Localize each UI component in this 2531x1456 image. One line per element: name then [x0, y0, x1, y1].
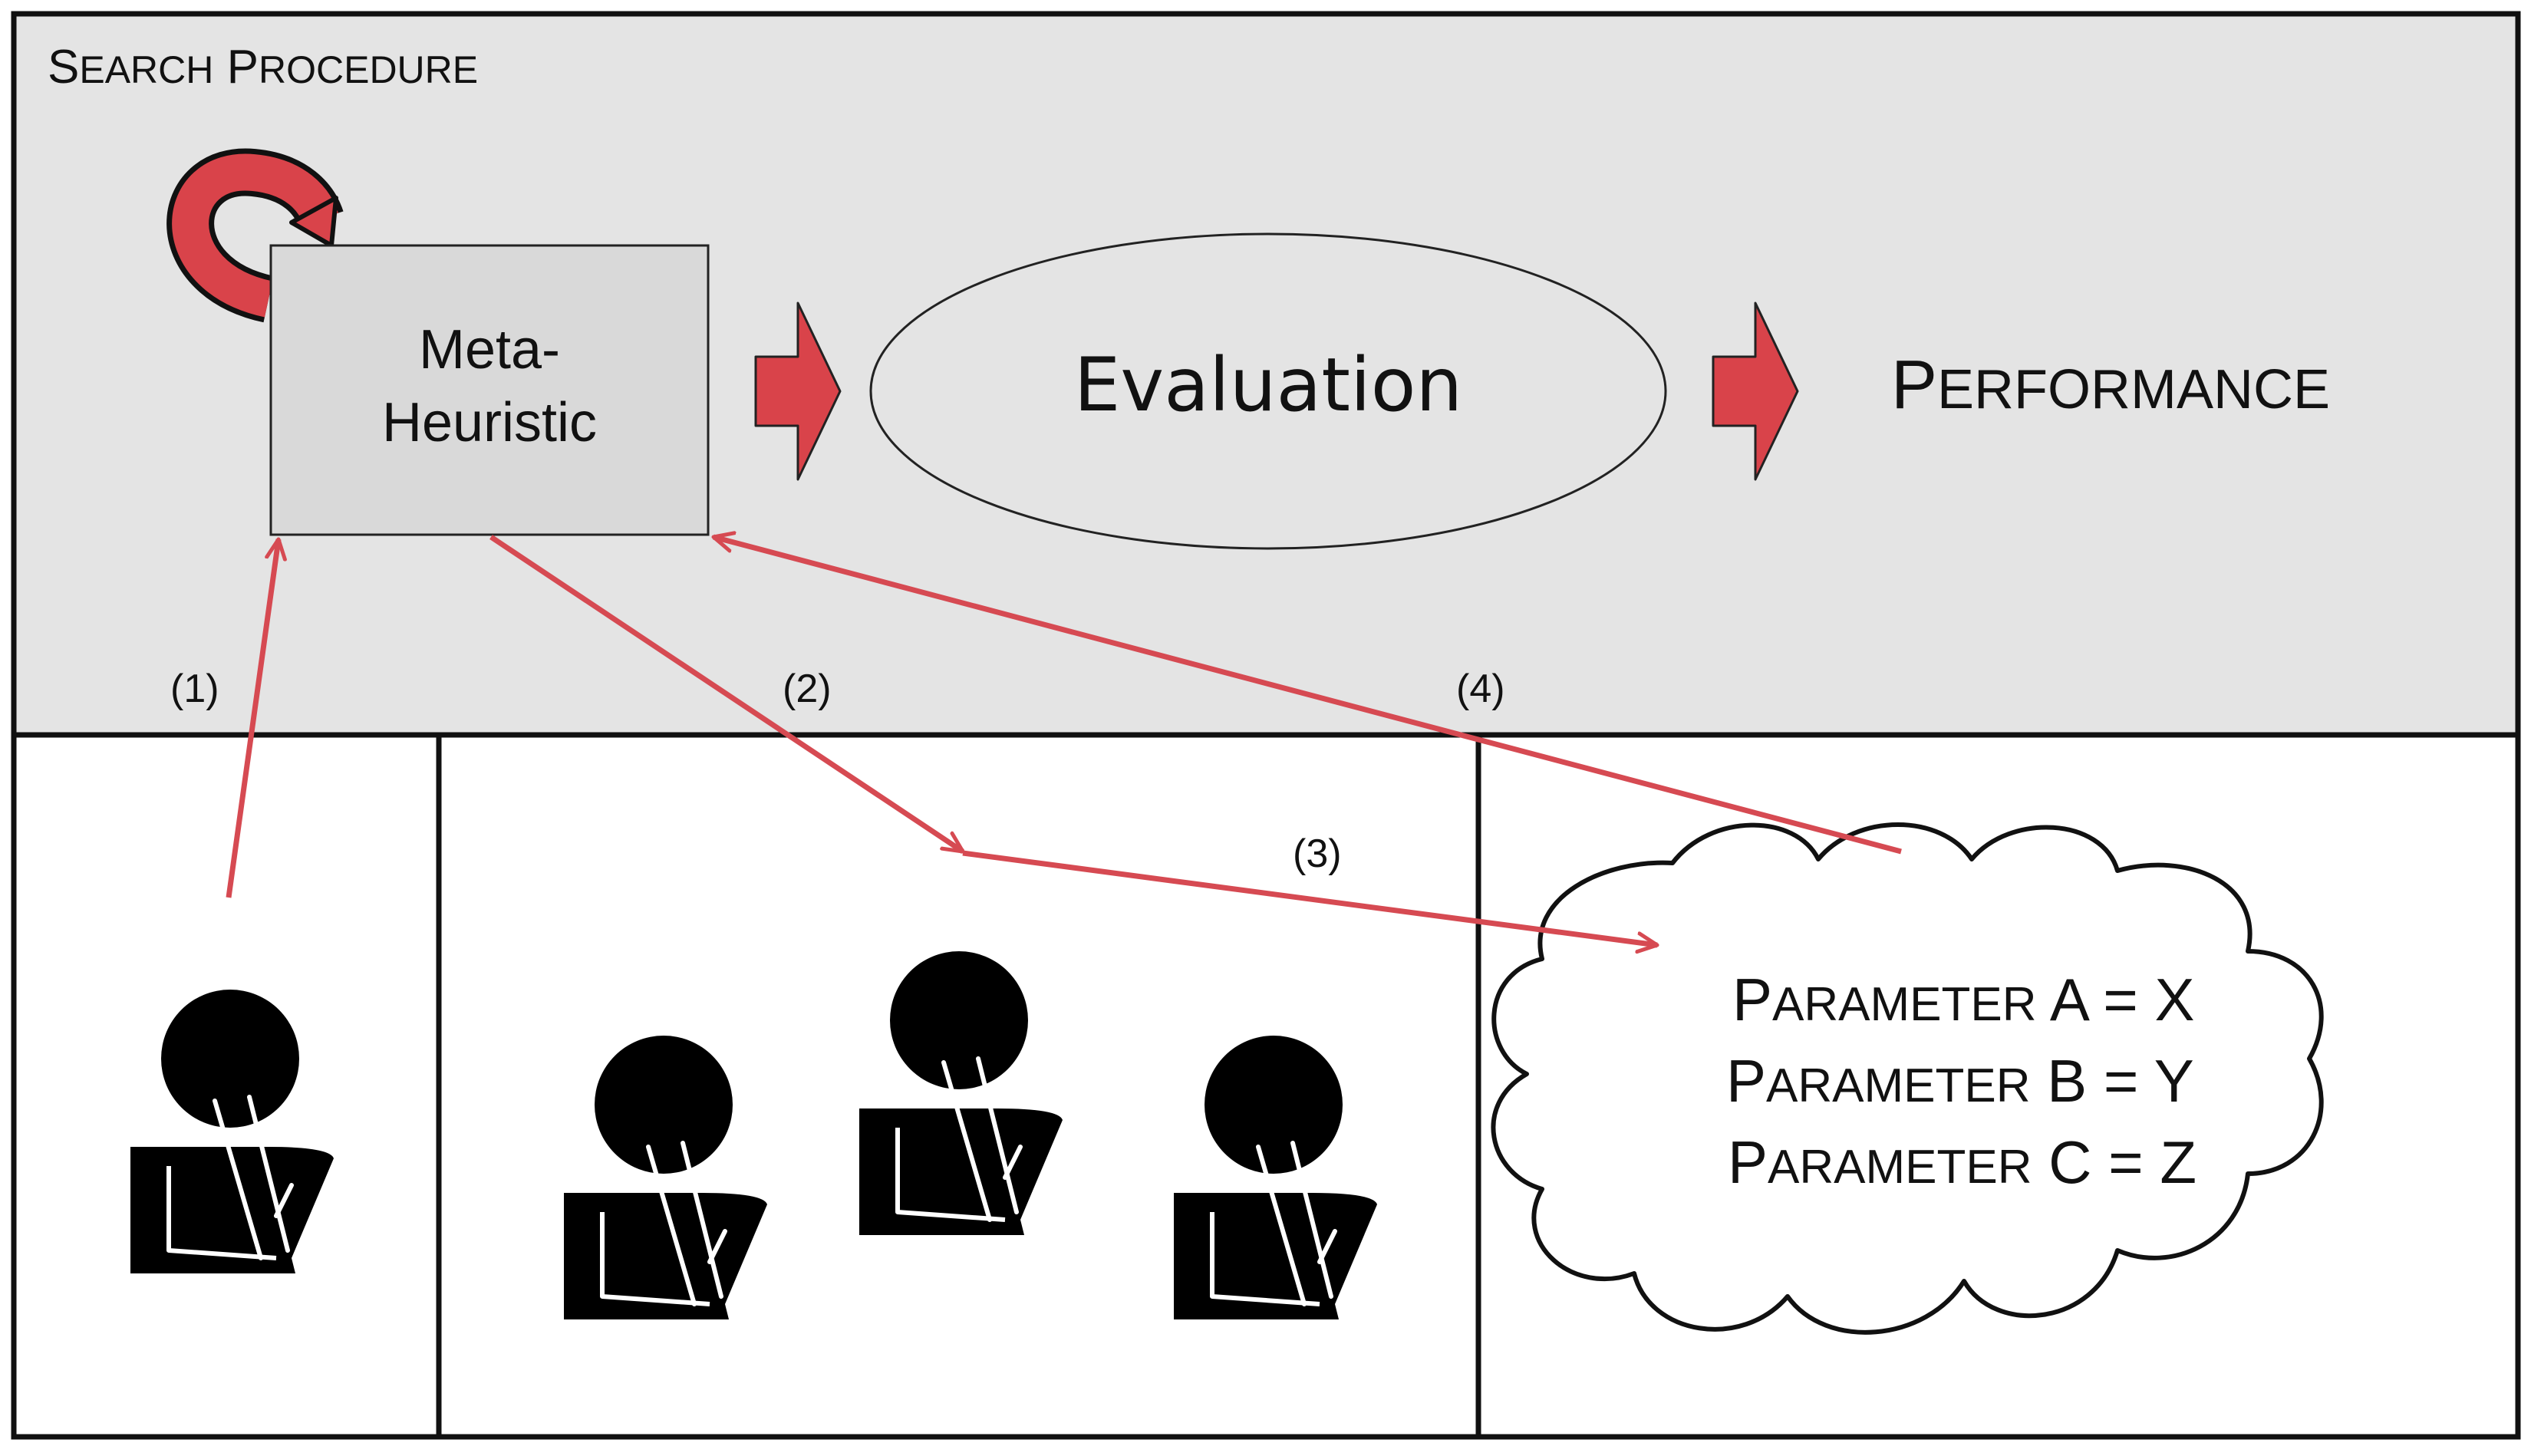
parameter-c-text: PARAMETER C = Z	[1728, 1128, 2196, 1196]
parameter-a-text: PARAMETER A = X	[1732, 966, 2195, 1033]
arrow-step-3	[962, 850, 1657, 945]
parameter-b-text: PARAMETER B = Y	[1726, 1047, 2194, 1115]
performance-label: PERFORMANCE	[1891, 347, 2330, 423]
step-1-label: (1)	[170, 667, 219, 711]
step-4-label: (4)	[1456, 667, 1505, 711]
evaluation-ellipse	[869, 232, 1667, 550]
arrow-step-2	[489, 535, 963, 854]
meta-heuristic-label-line1: Meta-	[419, 319, 560, 380]
evaluation-label: Evaluation	[1074, 342, 1463, 428]
parameter-cloud	[1491, 822, 2324, 1335]
meta-heuristic-label-line2: Heuristic	[382, 392, 597, 453]
step-2-label: (2)	[783, 667, 832, 711]
step-3-label: (3)	[1293, 832, 1342, 876]
block-arrow-right-icon-2	[1712, 301, 1799, 481]
loop-icon	[166, 148, 344, 323]
arrow-step-1	[226, 539, 278, 898]
meta-heuristic-box	[269, 244, 710, 536]
search-procedure-title: SEARCH PROCEDURE	[48, 41, 478, 94]
block-arrow-right-icon	[754, 301, 842, 481]
arrow-step-4	[713, 537, 1902, 855]
